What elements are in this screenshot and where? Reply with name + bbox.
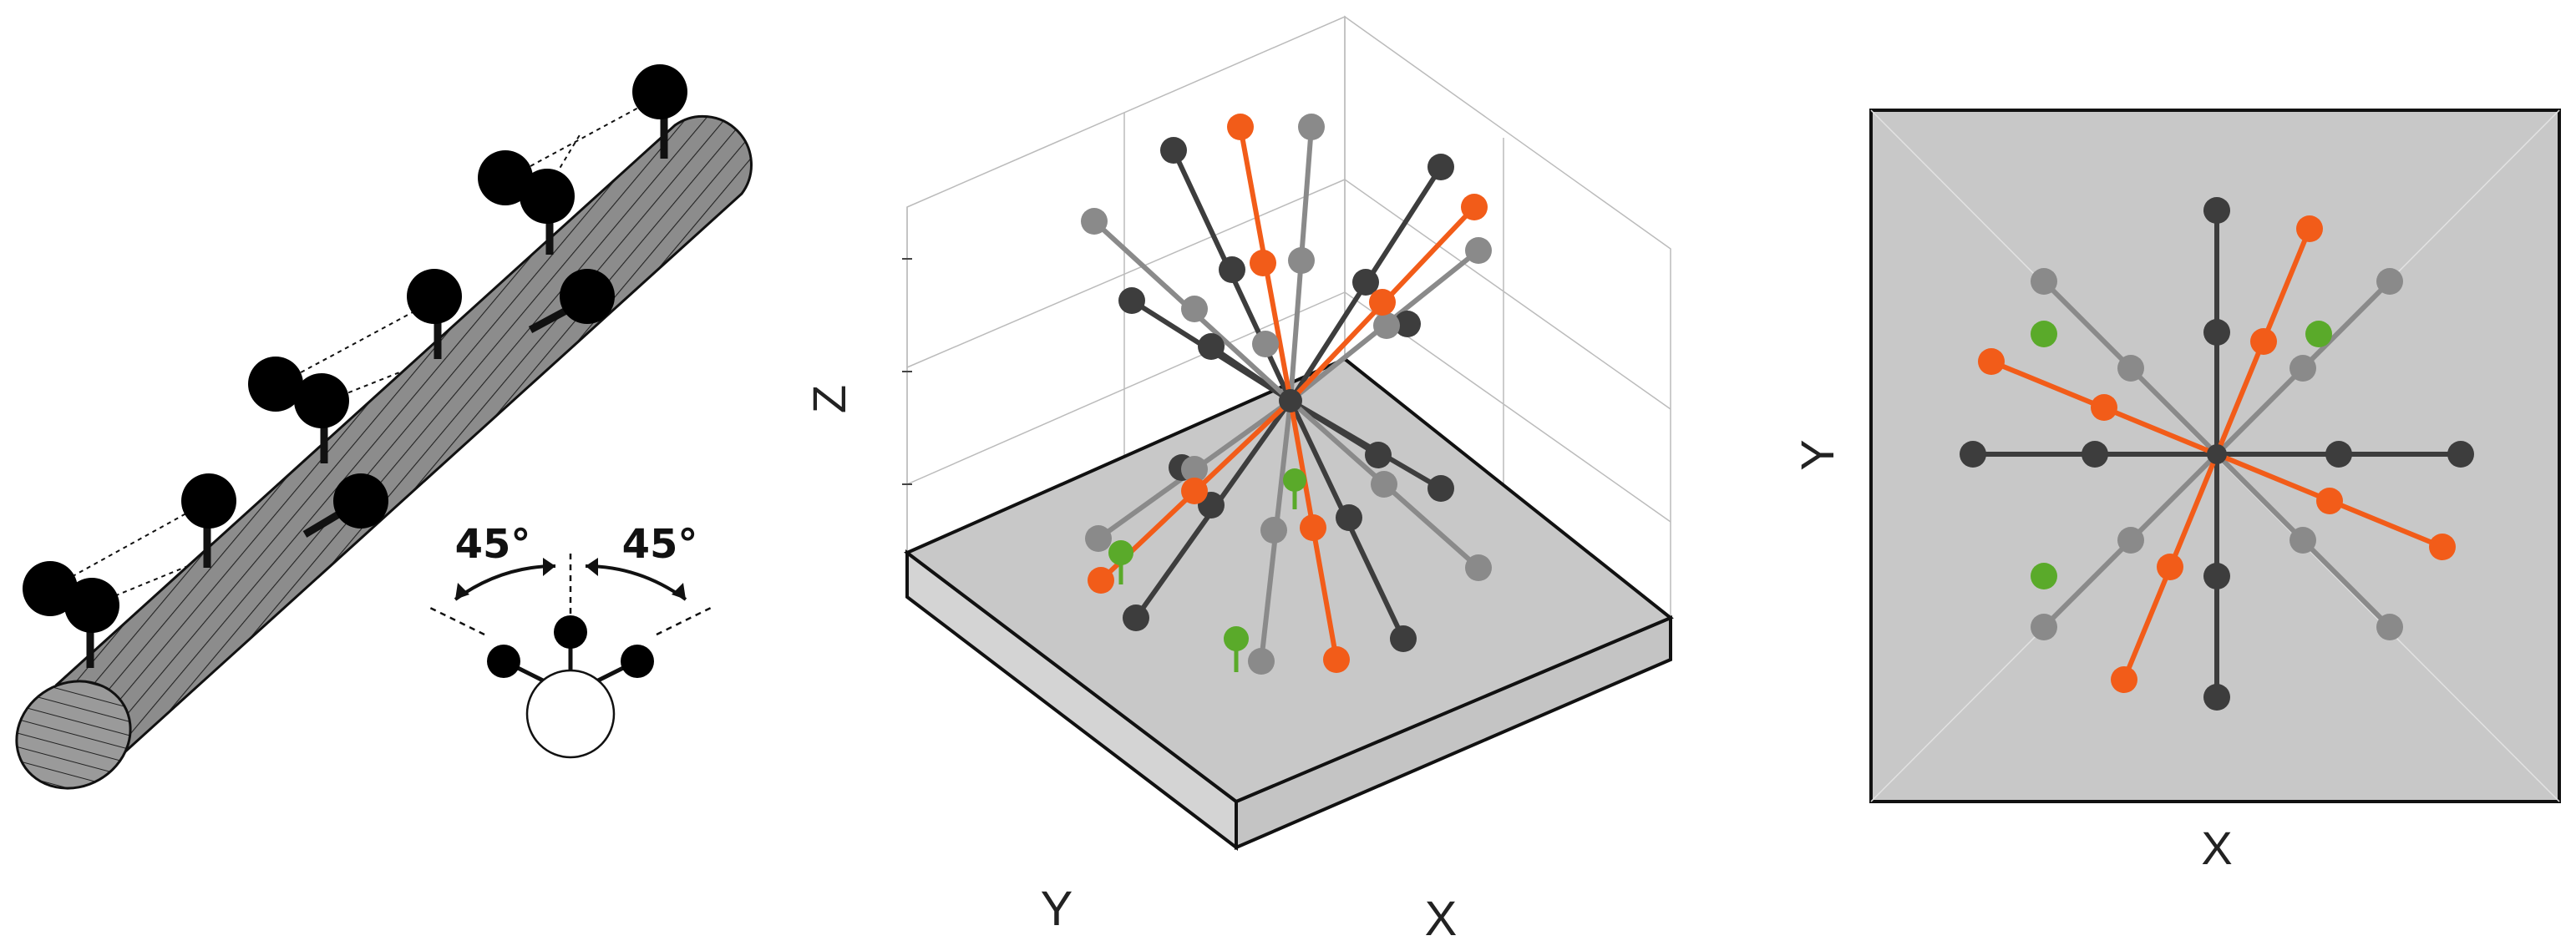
top-view-panel: Y X [1791,109,2561,874]
spine-heads [23,64,687,633]
axis-label-z: Z [803,385,855,413]
axis-label-x: X [1425,892,1458,946]
3d-spine-plot-panel: Z Y X [803,15,1674,946]
spine-head-center [554,615,587,649]
spine-heads-3d [1081,114,1492,675]
dendrite-shaft [15,114,753,790]
green-markers-3d [1108,468,1306,672]
axis-label-y: Y [1041,882,1073,936]
angle-arc-right [585,564,687,601]
angle-arc-left [454,564,556,601]
angle-inset: 45° 45° [429,521,712,759]
dendrite-cross-section [525,669,616,759]
axis-label-x-top: X [2201,822,2232,874]
spine-head-left [487,645,520,678]
green-markers-top [2031,321,2332,589]
spine-heads-top [1960,197,2474,711]
dendrite-schematic-panel: 45° 45° [15,64,753,790]
spine-head-right [621,645,654,678]
axis-label-y-top: Y [1791,439,1843,470]
angle-label-right: 45° [622,521,698,568]
angle-label-left: 45° [455,521,531,568]
planar-surface [904,357,1674,852]
